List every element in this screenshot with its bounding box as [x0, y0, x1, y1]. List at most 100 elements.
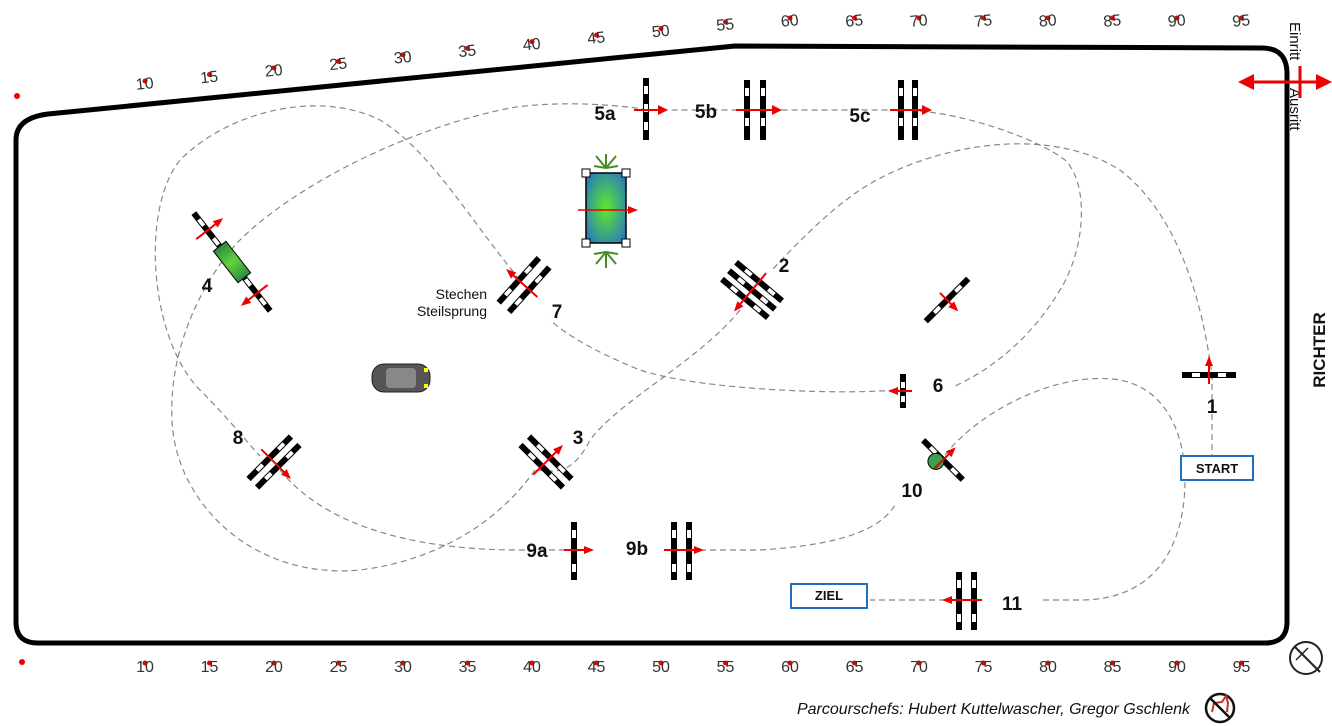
- ruler-dot: [1045, 660, 1051, 666]
- credits-text: Parcourschefs: Hubert Kuttelwascher, Gre…: [797, 701, 1191, 718]
- ruler-dot: [723, 660, 728, 666]
- obstacle-9b: [664, 522, 704, 580]
- bottom-ruler-tick: 65: [846, 659, 864, 676]
- plant-icon: [593, 154, 619, 169]
- bottom-ruler-tick: 55: [717, 659, 735, 676]
- obstacle-2: [720, 259, 784, 321]
- ruler-dot: [1045, 15, 1051, 21]
- bottom-ruler-tick: 50: [652, 659, 670, 676]
- top-ruler-tick: 60: [780, 12, 800, 31]
- obstacle-5b: [736, 80, 782, 140]
- ruler-dot: [529, 660, 535, 666]
- stechen-label: Stechen: [436, 286, 487, 302]
- ruler-dot: [465, 660, 470, 666]
- ruler-dot: [787, 15, 793, 21]
- bottom-ruler-tick: 30: [394, 659, 412, 676]
- obstacle-11: [942, 572, 982, 630]
- ruler-dot: [207, 71, 212, 77]
- ziel-box: ZIEL: [790, 583, 868, 609]
- top-ruler-tick: 65: [845, 12, 865, 31]
- bottom-ruler-tick: 60: [781, 659, 799, 676]
- top-ruler-tick: 25: [329, 55, 349, 74]
- obstacle-5c: [890, 80, 932, 140]
- label-9a: 9a: [526, 541, 548, 562]
- top-ruler-tick: 55: [716, 16, 736, 35]
- ruler-dot: [723, 19, 728, 25]
- label-4: 4: [202, 276, 213, 297]
- label-5a: 5a: [594, 104, 616, 125]
- label-8: 8: [233, 428, 244, 449]
- bottom-ruler-tick: 15: [201, 659, 219, 676]
- obstacle-3: [518, 434, 574, 490]
- bottom-ruler-tick: 85: [1104, 659, 1122, 676]
- ruler-dot: [336, 58, 341, 64]
- ruler-dot: [658, 660, 664, 666]
- richter-label: RICHTER: [1310, 312, 1329, 388]
- top-ruler-tick: 30: [393, 49, 413, 68]
- einritt-label: Einritt: [1286, 22, 1303, 61]
- ruler-dot: [271, 660, 277, 666]
- car-icon: [371, 363, 431, 393]
- label-1: 1: [1207, 397, 1218, 418]
- bottom-ruler-tick: 80: [1039, 659, 1057, 676]
- label-9b: 9b: [626, 539, 648, 560]
- obstacle-10: [921, 438, 965, 482]
- ruler-dot: [142, 78, 148, 84]
- corner-dot: [19, 659, 25, 665]
- ruler-dot: [852, 660, 857, 666]
- ruler-dot: [271, 65, 277, 71]
- ruler-dot: [142, 660, 148, 666]
- top-ruler-tick: 90: [1167, 12, 1187, 31]
- bottom-ruler-tick: 35: [459, 659, 477, 676]
- ruler-dot: [981, 15, 986, 21]
- ausritt-label: Ausritt: [1286, 88, 1303, 131]
- ruler-dot: [1110, 15, 1115, 21]
- ruler-dot: [658, 26, 664, 32]
- corner-dot: [14, 93, 20, 99]
- bottom-ruler-tick: 75: [975, 659, 993, 676]
- obstacle-8: [246, 434, 302, 490]
- riding-path: [154, 103, 1213, 601]
- ruler-dot: [981, 660, 986, 666]
- label-6: 6: [933, 376, 944, 397]
- obstacle-5a: [634, 78, 668, 140]
- top-ruler-tick: 20: [264, 62, 284, 81]
- ruler-dot: [852, 15, 857, 21]
- extra-obstacle: [923, 276, 971, 324]
- plant-icon: [593, 251, 619, 268]
- top-ruler-tick: 80: [1038, 12, 1058, 31]
- bottom-ruler-tick: 25: [330, 659, 348, 676]
- bottom-ruler-tick: 40: [523, 659, 541, 676]
- obstacle-9a: [564, 522, 594, 580]
- top-ruler-tick: 35: [458, 42, 478, 61]
- top-ruler-tick: 40: [522, 36, 542, 55]
- ruler-dot: [916, 660, 922, 666]
- obstacle-4: [191, 211, 273, 313]
- top-ruler-tick: 75: [974, 12, 994, 31]
- top-ruler-tick: 50: [651, 23, 671, 42]
- ruler-dot: [1174, 660, 1180, 666]
- bottom-ruler-tick: 20: [265, 659, 283, 676]
- ruler-dot: [336, 660, 341, 666]
- label-11: 11: [1002, 594, 1023, 615]
- label-5b: 5b: [695, 102, 717, 123]
- water-jump: [578, 154, 638, 268]
- ruler-dot: [1239, 15, 1244, 21]
- top-ruler-tick: 15: [200, 69, 220, 88]
- obstacle-1: [1182, 356, 1236, 384]
- bottom-ruler-tick: 10: [136, 659, 154, 676]
- ruler-dot: [529, 39, 535, 45]
- no-dogs-icon: [1204, 692, 1236, 724]
- ruler-dot: [465, 45, 470, 51]
- label-5c: 5c: [849, 106, 871, 127]
- ruler-dot: [1110, 660, 1115, 666]
- label-7: 7: [552, 302, 563, 323]
- ruler-dot: [1239, 660, 1244, 666]
- ruler-dot: [594, 32, 599, 38]
- bottom-ruler-tick: 70: [910, 659, 928, 676]
- top-ruler-tick: 10: [135, 75, 155, 94]
- ruler-dot: [1174, 15, 1180, 21]
- bottom-ruler-tick: 90: [1168, 659, 1186, 676]
